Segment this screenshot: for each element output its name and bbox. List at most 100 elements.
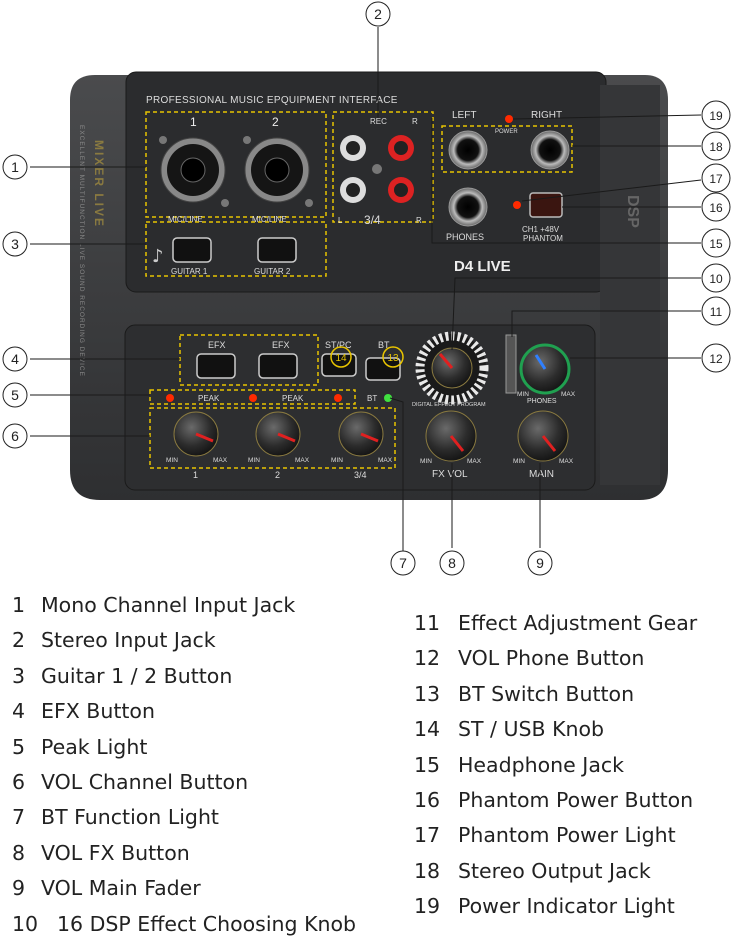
mic-input-group (145, 111, 327, 218)
channel-2-knob[interactable] (255, 411, 301, 457)
power-label: POWER (495, 129, 518, 135)
callout-14 (330, 346, 352, 368)
fx-vol-knob[interactable] (425, 410, 477, 462)
svg-text:7: 7 (399, 555, 407, 571)
callout-16: 16 (701, 192, 731, 222)
mono-input-jack-1[interactable] (159, 136, 229, 207)
fx-vol-label: FX VOL (432, 469, 468, 480)
peak-led-1 (166, 394, 174, 402)
guitar-1-button[interactable] (172, 237, 212, 263)
effect-adjustment-gear[interactable] (505, 334, 517, 394)
svg-text:9: 9 (536, 555, 544, 571)
fxvol-min: MIN (420, 458, 432, 465)
channel-knob-group (149, 407, 396, 469)
callout-1: 1 (2, 154, 28, 180)
svg-text:3: 3 (11, 236, 19, 252)
stereo-input-jack[interactable] (340, 135, 414, 203)
rec-label: REC (370, 117, 387, 126)
guitar-icon: ♪ (152, 246, 164, 267)
callout-13 (382, 346, 404, 368)
callout-14-label: 14 (335, 353, 347, 364)
callout-9: 9 (527, 550, 553, 576)
svg-text:1: 1 (11, 159, 19, 175)
channel-34-knob[interactable] (338, 411, 384, 457)
bt-label: BT (378, 340, 390, 350)
callout-18: 18 (701, 131, 731, 161)
mic-line-2: MIC/LINE (252, 215, 287, 224)
channel-1-label: 1 (190, 115, 197, 129)
svg-text:12: 12 (709, 352, 723, 366)
phantom-led (513, 201, 521, 209)
svg-text:2: 2 (374, 6, 382, 22)
left-output-jack[interactable] (448, 130, 488, 170)
st-pc-label: ST/PC (325, 340, 352, 350)
phones-knob[interactable] (519, 343, 571, 395)
callout-15: 15 (701, 228, 731, 258)
mono-input-jack-2[interactable] (243, 136, 313, 207)
bt-function-light (384, 394, 392, 402)
main-knob[interactable] (517, 410, 569, 462)
knob-2-label: 2 (275, 470, 280, 480)
efx-1-label: EFX (208, 340, 226, 350)
peak-group (149, 389, 356, 405)
l-label: L (338, 216, 343, 225)
dsp-effect-knob[interactable] (415, 331, 489, 405)
callout-4: 4 (2, 346, 28, 372)
channel-1-knob[interactable] (173, 411, 219, 457)
efx-2-button[interactable] (258, 353, 298, 379)
bt-light-label: BT (367, 394, 377, 403)
callout-5: 5 (2, 382, 28, 408)
callout-17: 17 (701, 163, 731, 193)
guitar-button-group (145, 221, 327, 277)
phones-jack-label: PHONES (446, 232, 484, 242)
phones-knob-label: PHONES (527, 398, 557, 405)
side-brand: MIXER LIVE (92, 140, 106, 228)
callout-10: 10 (701, 263, 731, 293)
min-label-1: MIN (166, 457, 178, 464)
dsp-program-label: DIGITAL EFFECT PROGRAM (412, 402, 486, 408)
mic-line-1: MIC/LINE (168, 215, 203, 224)
r-label-bottom: R (416, 216, 422, 225)
stereo-34-label: 3/4 (364, 213, 381, 227)
max-label-1: MAX (213, 457, 228, 464)
callout-13-label: 13 (387, 353, 399, 364)
efx-2-label: EFX (272, 340, 290, 350)
svg-text:10: 10 (709, 272, 723, 286)
min-label-2: MIN (248, 457, 260, 464)
st-pc-button[interactable] (321, 353, 357, 377)
peak-led-3 (334, 394, 342, 402)
panel-title: PROFESSIONAL MUSIC EPQUIPMENT INTERFACE (146, 95, 398, 106)
callout-6: 6 (2, 423, 28, 449)
phones-min: MIN (517, 391, 529, 398)
peak-2-label: PEAK (282, 394, 304, 403)
callout-19: 19 (701, 100, 731, 130)
right-output-jack[interactable] (530, 130, 570, 170)
efx-group (179, 334, 319, 386)
phones-max: MAX (561, 391, 576, 398)
callout-12: 12 (701, 343, 731, 373)
mixer-diagram: MIXER LIVE EXCELLENT MULTIFUNCTION LIVE … (2, 1, 731, 576)
peak-led-2 (249, 394, 257, 402)
efx-1-button[interactable] (196, 353, 236, 379)
channel-2-label: 2 (272, 115, 279, 129)
main-label: MAIN (529, 469, 554, 480)
guitar-2-button[interactable] (257, 237, 297, 263)
svg-text:17: 17 (709, 172, 723, 186)
headphone-jack[interactable] (448, 187, 488, 227)
svg-text:4: 4 (11, 351, 19, 367)
min-label-3: MIN (331, 457, 343, 464)
